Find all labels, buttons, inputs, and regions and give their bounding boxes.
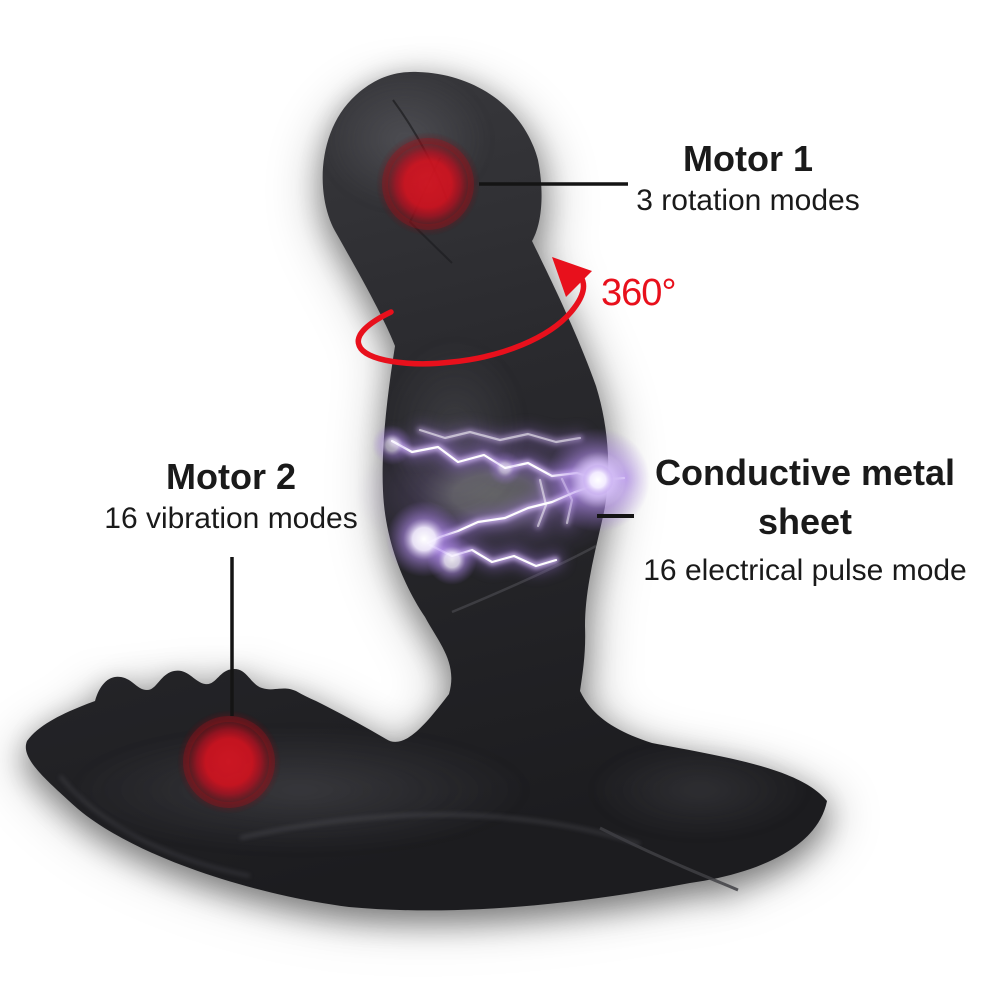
conductive-subtitle: 16 electrical pulse mode: [643, 554, 967, 587]
callout-conductive-sheet: Conductive metal sheet 16 electrical pul…: [633, 448, 977, 590]
rotation-arrow-icon: [355, 257, 592, 367]
lightning-flash: [572, 454, 624, 506]
motor2-title: Motor 2: [165, 456, 296, 497]
motor1-title: Motor 1: [683, 138, 813, 179]
callout-motor-1: Motor 1 3 rotation modes: [636, 136, 859, 220]
lightning-effect: [355, 425, 650, 585]
lightning-flash: [427, 535, 477, 585]
lightning-flash: [488, 451, 522, 485]
lightning-flash: [372, 425, 412, 465]
motor1-subtitle: 3 rotation modes: [636, 184, 860, 217]
motor2-subtitle: 16 vibration modes: [104, 502, 358, 535]
rotation-degree-label: 360°: [601, 272, 677, 314]
conductive-title: Conductive metal sheet: [654, 452, 956, 542]
callout-motor-2: Motor 2 16 vibration modes: [104, 454, 357, 538]
motor1-indicator-dot: [376, 132, 480, 236]
motor2-indicator-dot: [177, 710, 281, 814]
